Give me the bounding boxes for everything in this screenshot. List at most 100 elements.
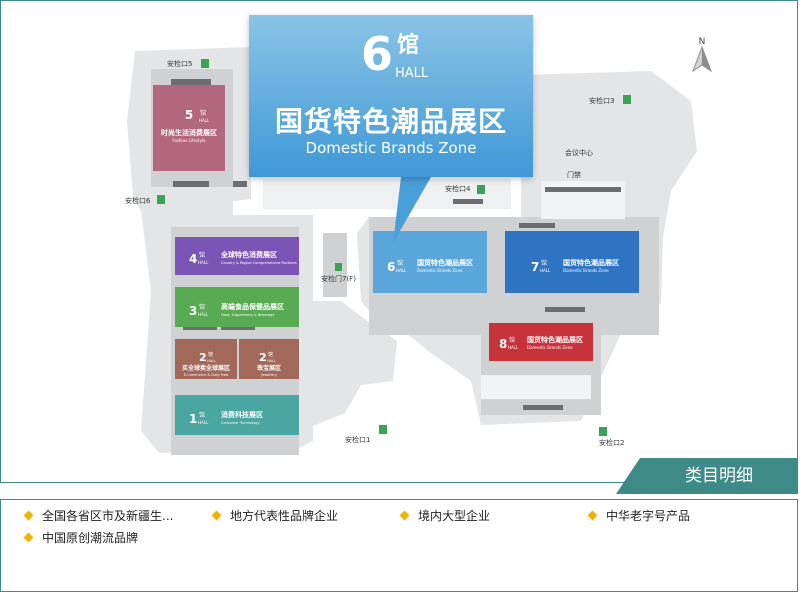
hall-4-block <box>175 237 299 275</box>
hall-2-ecommerce-hall-label: HALL <box>207 359 216 363</box>
hall-3-hall-label: HALL <box>198 312 209 317</box>
diamond-bullet-icon <box>23 532 34 543</box>
hall-6-block <box>373 231 487 293</box>
diamond-bullet-icon <box>211 510 222 521</box>
gate-icons <box>157 59 631 436</box>
venue-map: 5 馆 HALL 时尚生活消费展区 Fashion Lifestyle 4 馆 … <box>0 0 798 483</box>
hall-2-jewellery-guan: 馆 <box>268 351 273 358</box>
gate-6-label: 安检口6 <box>125 196 151 205</box>
hall-8-number: 8 <box>499 337 507 351</box>
category-label: 境内大型企业 <box>418 509 491 523</box>
hall-5-name-en: Fashion Lifestyle <box>172 138 206 143</box>
gate-2-icon <box>599 427 607 436</box>
hall-1-name: 消费科技展区 <box>221 410 263 419</box>
hall-2-jewellery-name: 珠宝展区 <box>257 364 281 372</box>
hall-8-guan: 馆 <box>509 336 515 344</box>
hall-1-hall-label: HALL <box>198 420 209 425</box>
category-list: 全国各省区市及新疆生... 地方代表性品牌企业 境内大型企业 中华老字号产品 中… <box>0 499 798 592</box>
hall-1[interactable]: 1 馆 HALL 消费科技展区 Consumer Technology <box>175 395 299 435</box>
gate-1-icon <box>379 425 387 434</box>
gate-7-icon <box>335 263 342 271</box>
hall-3-name-en: Food, Supplement & Beverage <box>221 313 274 317</box>
hall-3-number: 3 <box>189 304 197 318</box>
hall-6-name: 国货特色潮品展区 <box>417 258 473 267</box>
callout-hall-label: HALL <box>395 66 429 81</box>
callout-zone-name-en: Domestic Brands Zone <box>305 139 477 157</box>
gate-3-label: 安检口3 <box>589 96 614 105</box>
hall-8-name-en: Domestic Brands Zone <box>527 345 573 350</box>
hall-4-guan: 馆 <box>199 251 205 259</box>
hall-1-number: 1 <box>189 412 197 426</box>
category-item[interactable]: 地方代表性品牌企业 <box>211 508 339 524</box>
category-detail-tab[interactable]: 类目明细 <box>616 458 798 494</box>
hall-5-number: 5 <box>185 108 193 122</box>
hall-5-name: 时尚生活消费展区 <box>161 128 217 137</box>
hall-2-jewellery-number: 2 <box>259 351 267 364</box>
gate-2-label: 安检口2 <box>599 438 624 447</box>
hall-8-name: 国货特色潮品展区 <box>527 335 583 344</box>
hall-8-hall-label: HALL <box>508 345 519 350</box>
hall-4-name: 全球特色消费展区 <box>220 250 277 259</box>
hall-4-name-en: Country & Region Comprehensive Pavilions <box>221 261 297 265</box>
callout-zone-name: 国货特色潮品展区 <box>274 105 507 138</box>
gate-4-icon <box>477 185 485 194</box>
hall-1-guan: 馆 <box>199 411 205 419</box>
category-item[interactable]: 中华老字号产品 <box>587 508 691 524</box>
gate-1-label: 安检口1 <box>345 435 370 444</box>
hall-8-block <box>489 323 593 361</box>
gate-7-label: 安检门7(F) <box>321 274 356 283</box>
hall-6[interactable]: 6 馆 HALL 国货特色潮品展区 Domestic Brands Zone <box>373 231 487 293</box>
category-label: 地方代表性品牌企业 <box>230 509 339 523</box>
category-item[interactable]: 中国原创潮流品牌 <box>23 530 139 546</box>
hall-5-hall-label: HALL <box>199 118 210 123</box>
access-control-label: 门禁 <box>567 170 581 179</box>
hall-7-hall-label: HALL <box>540 268 551 273</box>
hall-8[interactable]: 8 馆 HALL 国货特色潮品展区 Domestic Brands Zone <box>489 323 593 361</box>
hall-5-block <box>153 85 225 171</box>
hall-4-number: 4 <box>189 252 197 266</box>
hall-2-ecommerce[interactable]: 2 馆 HALL 买全球卖全球展区 E-Commerce & Duty Free <box>175 339 237 379</box>
hall-4[interactable]: 4 馆 HALL 全球特色消费展区 Country & Region Compr… <box>175 237 299 275</box>
hall-2-ecommerce-name: 买全球卖全球展区 <box>182 364 230 372</box>
diamond-bullet-icon <box>587 510 598 521</box>
hall-2-ecommerce-name-en: E-Commerce & Duty Free <box>184 373 228 377</box>
category-item[interactable]: 境内大型企业 <box>399 508 491 524</box>
hall-7-name-en: Domestic Brands Zone <box>563 268 609 273</box>
callout-hall-number: 6 <box>361 27 394 81</box>
category-item[interactable]: 全国各省区市及新疆生... <box>23 508 174 524</box>
hall-7-block <box>505 231 639 293</box>
callout-guan: 馆 <box>397 33 420 58</box>
hall-3-guan: 馆 <box>199 303 205 311</box>
compass-label: N <box>699 37 706 47</box>
hall-5-guan: 馆 <box>200 109 206 117</box>
diamond-bullet-icon <box>23 510 34 521</box>
callout-pointer <box>393 177 431 243</box>
hall-6-number: 6 <box>387 260 395 274</box>
hall-3[interactable]: 3 馆 HALL 高端食品保健品展区 Food, Supplement & Be… <box>175 287 299 327</box>
hall-2-ecommerce-block <box>175 339 237 379</box>
hall-6-hall-label: HALL <box>396 268 407 273</box>
category-label: 中国原创潮流品牌 <box>42 531 139 545</box>
floor-plan: 5 馆 HALL 时尚生活消费展区 Fashion Lifestyle 4 馆 … <box>125 37 713 455</box>
hall-2-ecommerce-number: 2 <box>199 351 207 364</box>
category-label: 全国各省区市及新疆生... <box>42 509 174 523</box>
category-label: 中华老字号产品 <box>606 509 691 523</box>
hall-7-number: 7 <box>531 260 539 274</box>
hall-2-jewellery-name-en: Jewellery <box>260 373 277 377</box>
hall-3-block <box>175 287 299 327</box>
hall-2-jewellery[interactable]: 2 馆 HALL 珠宝展区 Jewellery <box>239 339 299 379</box>
hall-7-guan: 馆 <box>541 259 547 267</box>
hall-3-name: 高端食品保健品展区 <box>221 302 284 311</box>
gate-4-label: 安检口4 <box>445 184 471 193</box>
gate-5-label: 安检口5 <box>167 59 192 68</box>
hall-7-name: 国货特色潮品展区 <box>563 258 619 267</box>
diamond-bullet-icon <box>399 510 410 521</box>
compass-icon: N <box>691 37 713 73</box>
gate-6-icon <box>157 195 165 204</box>
hall-2-ecommerce-guan: 馆 <box>208 351 213 358</box>
hall-5[interactable]: 5 馆 HALL 时尚生活消费展区 Fashion Lifestyle <box>153 85 225 171</box>
meeting-center-label: 会议中心 <box>565 148 593 157</box>
hall-2-jewellery-hall-label: HALL <box>267 359 276 363</box>
hall-7[interactable]: 7 馆 HALL 国货特色潮品展区 Domestic Brands Zone <box>505 231 639 293</box>
hall-2-jewellery-block <box>239 339 299 379</box>
